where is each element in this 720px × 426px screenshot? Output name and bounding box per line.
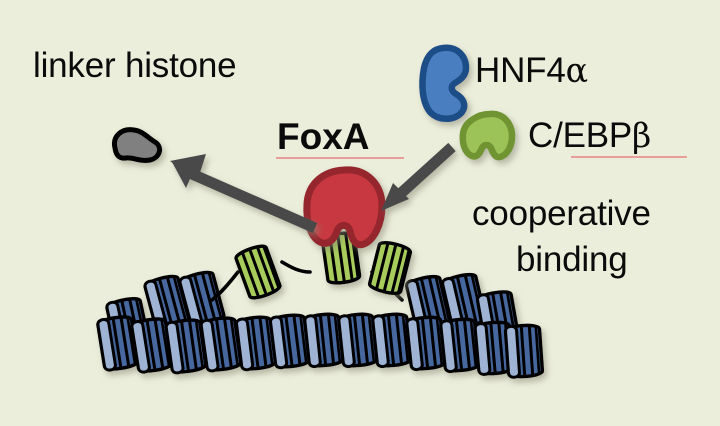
- hnf4a-blob: [419, 44, 470, 122]
- label-foxa: FoxA: [277, 116, 370, 157]
- nucleosome-blue: [370, 311, 414, 369]
- label-hnf4a: HNF4α: [475, 51, 588, 90]
- cebpb-blob: [459, 110, 516, 161]
- arrow-histone-eviction: [170, 154, 318, 234]
- arrow-cooperative-binding: [381, 142, 456, 211]
- label-cooperative: cooperative: [472, 194, 651, 233]
- label-cebpb-beta: β: [632, 116, 652, 155]
- label-hnf4a-text: HNF4: [475, 51, 566, 90]
- spellcheck-underline-foxa: [276, 157, 404, 159]
- linker-histone-blob: [111, 127, 163, 163]
- label-cebpb-text: C/EBP: [528, 116, 633, 155]
- nucleosome-blue: [503, 322, 545, 380]
- foxa-blob: [303, 166, 386, 249]
- spellcheck-underline-cebpb: [571, 156, 687, 158]
- label-cebpb: C/EBPβ: [528, 116, 652, 155]
- nucleosome-blue: [438, 316, 482, 374]
- label-binding: binding: [516, 240, 628, 279]
- label-hnf4a-alpha: α: [565, 51, 588, 90]
- label-linker-histone: linker histone: [33, 46, 237, 85]
